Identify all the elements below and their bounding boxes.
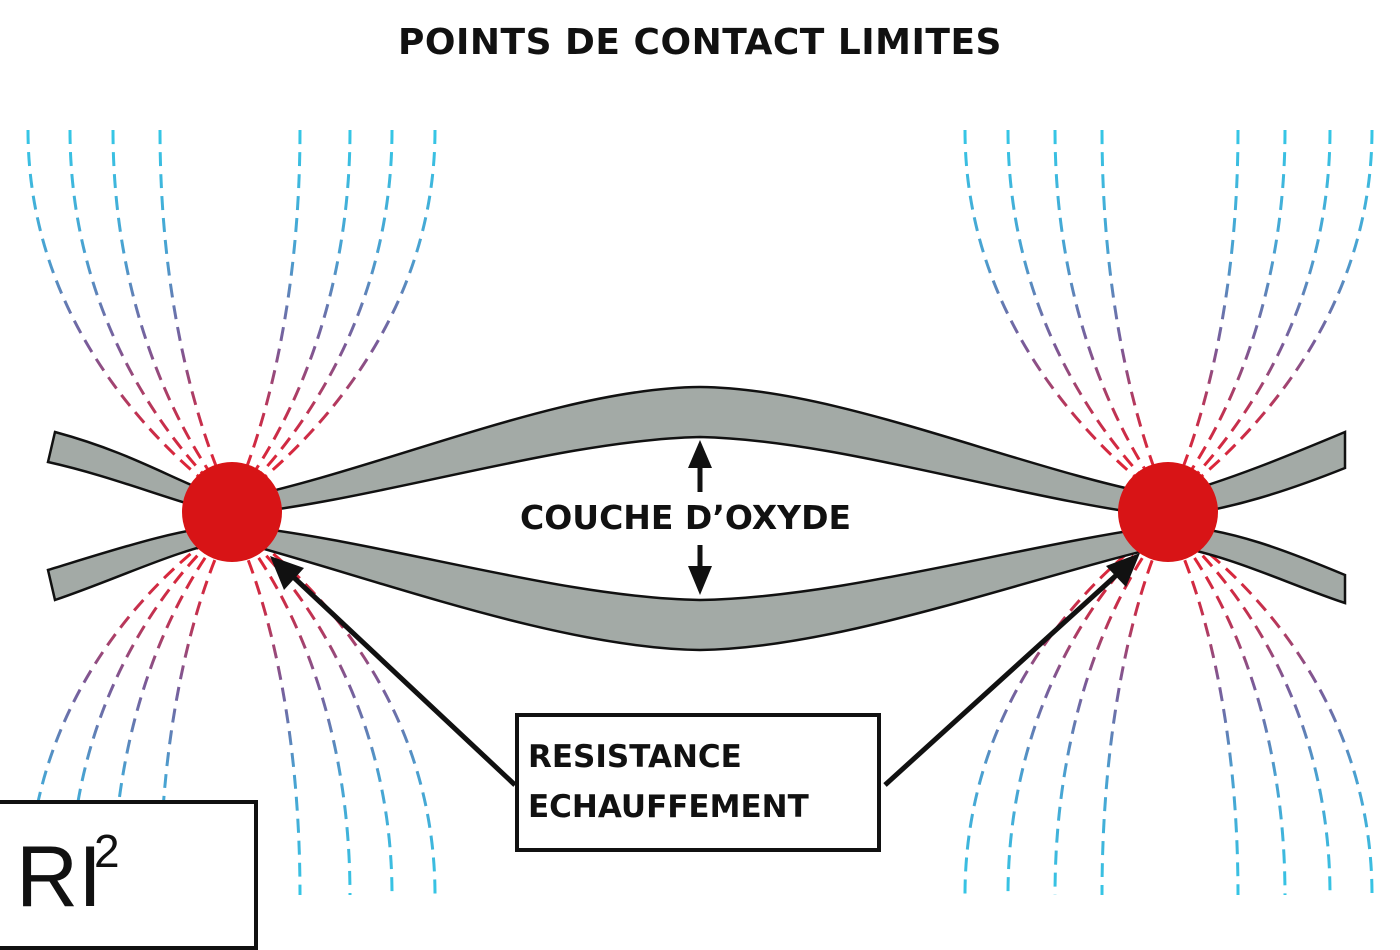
field-line <box>238 539 302 896</box>
field-line <box>250 538 394 896</box>
field-line <box>1053 539 1156 896</box>
field-line <box>1100 129 1162 485</box>
field-lines <box>26 129 1374 896</box>
field-line <box>1053 129 1156 485</box>
lower-metal-layer <box>46 523 1347 652</box>
info-box: RESISTANCE ECHAUFFEMENT <box>515 713 881 852</box>
formula-exponent: 2 <box>94 825 120 877</box>
field-line <box>963 129 1145 486</box>
right-contact-point <box>1118 462 1218 562</box>
field-line <box>1186 538 1332 896</box>
field-line <box>238 129 302 485</box>
left-contact-point <box>182 462 282 562</box>
field-line <box>26 538 209 896</box>
left-pointer-arrow <box>270 556 517 787</box>
field-line <box>1100 539 1162 896</box>
oxide-layer-label: COUCHE D’OXYDE <box>520 498 852 537</box>
field-line <box>1180 129 1287 485</box>
upper-metal-layer <box>46 385 1347 519</box>
formula-base: RI <box>16 829 102 925</box>
resistance-label: RESISTANCE <box>528 739 742 775</box>
formula-box: RI 2 <box>0 800 258 950</box>
field-line <box>255 129 437 486</box>
field-line <box>68 129 214 486</box>
field-line <box>1006 538 1150 896</box>
field-line <box>244 539 352 896</box>
field-line <box>158 129 225 485</box>
field-line <box>963 538 1145 896</box>
right-pointer-arrow <box>883 553 1140 787</box>
field-line <box>1191 129 1374 486</box>
field-line <box>68 538 214 896</box>
up-arrow-icon <box>688 440 712 492</box>
heating-label: ECHAUFFEMENT <box>528 789 809 825</box>
field-line <box>255 538 437 896</box>
field-line <box>1175 539 1240 896</box>
field-line <box>244 129 352 485</box>
field-line <box>26 129 209 486</box>
field-line <box>1186 129 1332 486</box>
field-line <box>1006 129 1150 486</box>
field-line <box>1175 129 1240 485</box>
field-line <box>111 129 219 485</box>
field-line <box>1191 538 1374 896</box>
down-arrow-icon <box>688 545 712 595</box>
field-line <box>250 129 394 486</box>
field-line <box>1180 539 1287 896</box>
diagram-title: POINTS DE CONTACT LIMITES <box>398 22 1002 63</box>
